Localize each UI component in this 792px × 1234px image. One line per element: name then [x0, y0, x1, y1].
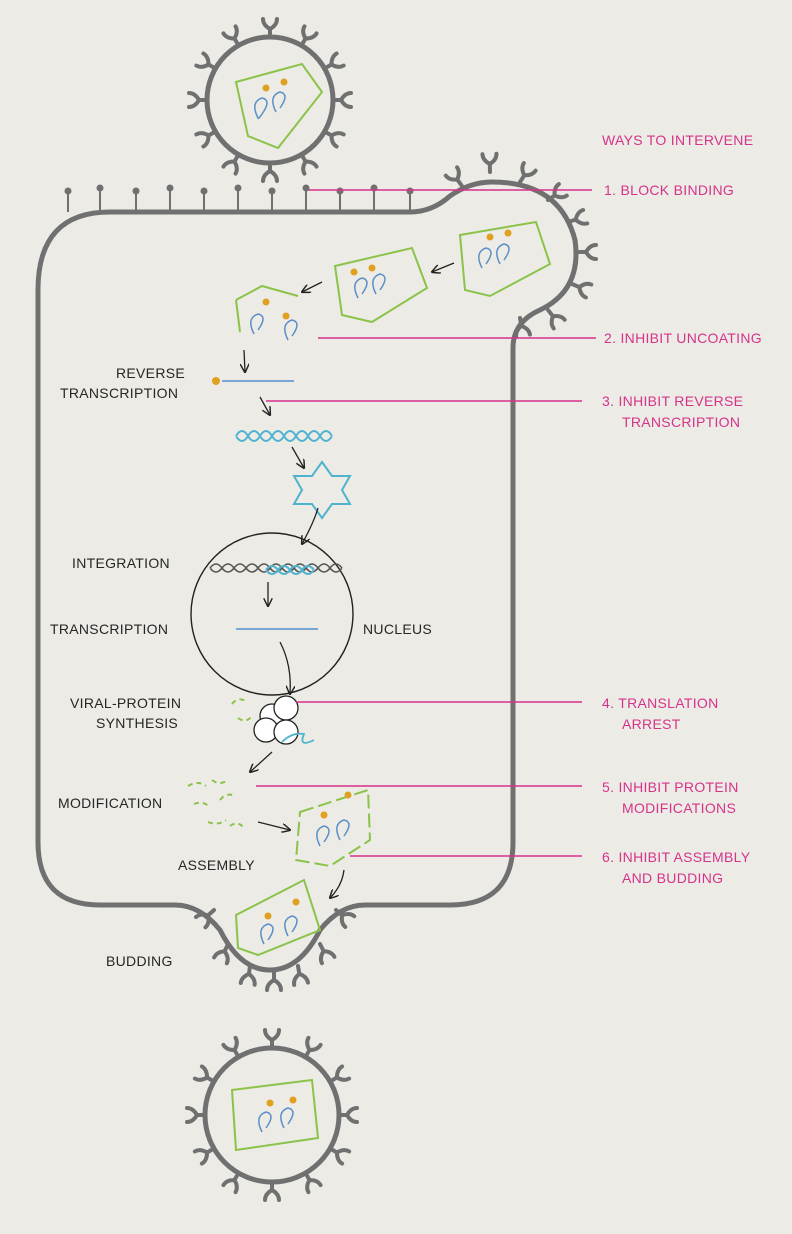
- intervention-1: 1. BLOCK BINDING: [604, 182, 734, 198]
- stage-budding: BUDDING: [106, 953, 173, 969]
- uncoating-capsid: [236, 286, 298, 340]
- intervention-6: 6. INHIBIT ASSEMBLY AND BUDDING: [602, 849, 754, 886]
- entering-capsid-inner: [335, 248, 427, 322]
- intervention-5: 5. INHIBIT PROTEIN MODIFICATIONS: [602, 779, 743, 816]
- budding-capsid: [236, 880, 320, 955]
- virion-top: [189, 19, 351, 181]
- nucleus: [191, 533, 353, 695]
- nucleus-label: NUCLEUS: [363, 621, 432, 637]
- stage-assembly: ASSEMBLY: [178, 857, 255, 873]
- stage-modification: MODIFICATION: [58, 795, 162, 811]
- protein-fragments: [188, 780, 244, 828]
- cd4-receptors: [65, 185, 414, 213]
- stage-transcription: TRANSCRIPTION: [50, 621, 168, 637]
- assembling-capsid: [296, 790, 370, 866]
- stage-integration: INTEGRATION: [72, 555, 170, 571]
- intervention-title: WAYS TO INTERVENE: [602, 132, 753, 148]
- virion-bottom: [187, 1030, 357, 1200]
- intervention-3: 3. INHIBIT REVERSE TRANSCRIPTION: [602, 393, 748, 430]
- circular-dna: [294, 462, 350, 518]
- entering-capsid-outer: [460, 222, 550, 296]
- stage-viral-protein-synthesis: VIRAL-PROTEIN SYNTHESIS: [70, 695, 185, 731]
- dna-double-strand: [236, 431, 332, 441]
- ribosome: [232, 696, 314, 744]
- intervention-4: 4. TRANSLATION ARREST: [602, 695, 723, 732]
- intervention-2: 2. INHIBIT UNCOATING: [604, 330, 762, 346]
- stage-reverse-transcription: REVERSE TRANSCRIPTION: [60, 365, 189, 401]
- cell-membrane: [38, 182, 576, 970]
